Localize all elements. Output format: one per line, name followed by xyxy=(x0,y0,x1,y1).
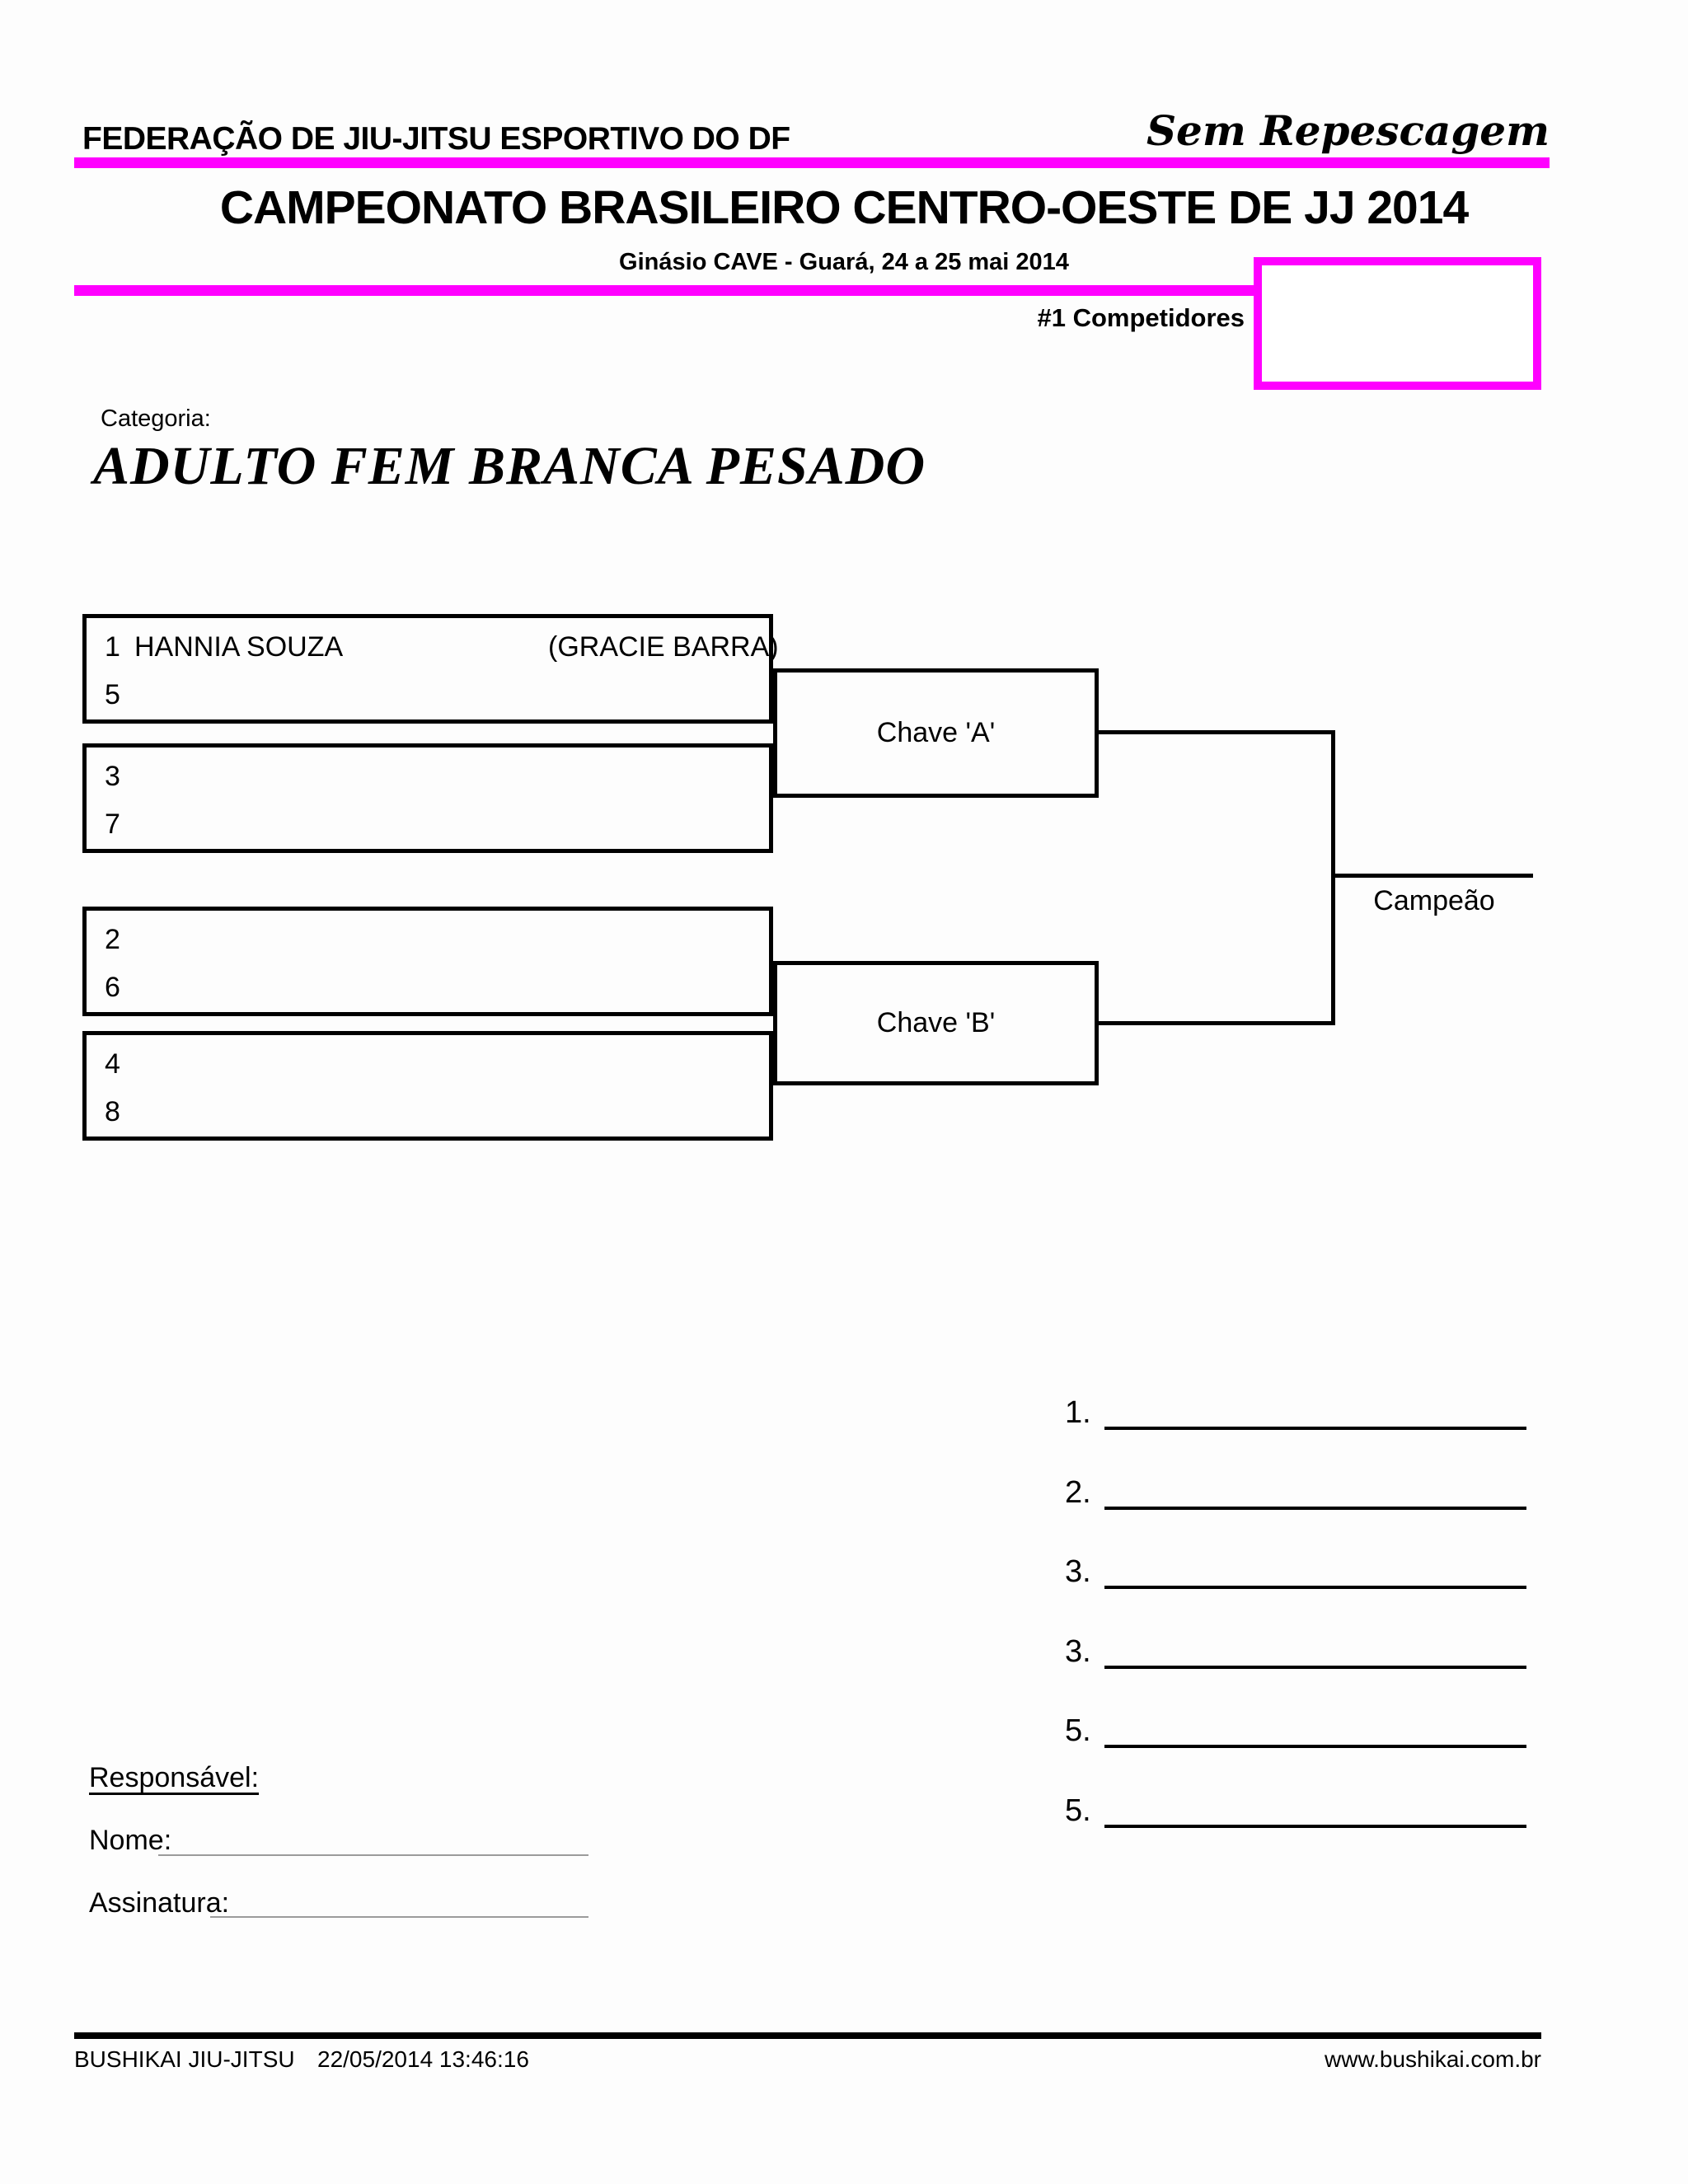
venue-date-subtitle: Ginásio CAVE - Guará, 24 a 25 mai 2014 xyxy=(619,249,1069,275)
category-label: Categoria: xyxy=(101,405,211,432)
semifinal-box-chave-b: Chave 'B' xyxy=(773,961,1099,1085)
connector-line-chave-b xyxy=(1099,1021,1335,1025)
placement-rank: 3. xyxy=(1065,1634,1091,1669)
competitor-slot: 7 xyxy=(105,808,760,840)
placement-blank-line xyxy=(1104,1825,1526,1828)
bracket-box-b1: 2 6 xyxy=(82,907,773,1016)
competitors-count-label: #1 Competidores xyxy=(1037,303,1245,332)
competitor-slot: 5 xyxy=(105,679,760,710)
semifinal-box-chave-a: Chave 'A' xyxy=(773,668,1099,798)
footer-timestamp: 22/05/2014 13:46:16 xyxy=(317,2046,529,2072)
placement-blank-line xyxy=(1104,1586,1526,1589)
competitor-slot: 3 xyxy=(105,761,760,792)
footer-organization: BUSHIKAI JIU-JITSU xyxy=(74,2046,295,2072)
seed-number: 8 xyxy=(105,1096,120,1127)
seed-number: 6 xyxy=(105,972,120,1003)
footer-divider-line xyxy=(74,2032,1541,2039)
championship-title: CAMPEONATO BRASILEIRO CENTRO-OESTE DE JJ… xyxy=(219,181,1469,234)
name-blank-line xyxy=(158,1854,588,1856)
competitor-name: HANNIA SOUZA xyxy=(134,631,344,663)
seed-number: 5 xyxy=(105,679,120,710)
competitor-slot: 1 HANNIA SOUZA (GRACIE BARRA) xyxy=(105,631,779,663)
subheader-divider-line xyxy=(74,285,1254,296)
seed-number: 2 xyxy=(105,924,120,955)
competitor-slot: 8 xyxy=(105,1096,760,1127)
bracket-type-label: Sem Repescagem xyxy=(1146,106,1550,155)
champion-label: Campeão xyxy=(1373,885,1495,916)
seed-number: 3 xyxy=(105,761,120,792)
bracket-box-b2: 4 8 xyxy=(82,1031,773,1141)
bracket-box-a1: 1 HANNIA SOUZA (GRACIE BARRA) 5 xyxy=(82,614,779,724)
responsible-label: Responsável: xyxy=(89,1762,260,1793)
placement-rank: 5. xyxy=(1065,1713,1091,1748)
name-label: Nome: xyxy=(89,1825,172,1856)
federation-name: FEDERAÇÃO DE JIU-JITSU ESPORTIVO DO DF xyxy=(82,121,790,157)
competitor-slot: 6 xyxy=(105,972,760,1003)
signature-label: Assinatura: xyxy=(89,1887,230,1919)
header-divider-line xyxy=(74,157,1550,168)
placement-rank: 3. xyxy=(1065,1554,1091,1589)
competitor-slot: 4 xyxy=(105,1048,760,1080)
champion-line xyxy=(1335,874,1533,878)
placement-rank: 1. xyxy=(1065,1395,1091,1430)
placement-blank-line xyxy=(1104,1666,1526,1669)
seed-number: 7 xyxy=(105,808,120,840)
semifinal-label: Chave 'A' xyxy=(876,717,996,748)
competitor-team: (GRACIE BARRA) xyxy=(548,631,779,663)
seed-number: 4 xyxy=(105,1048,120,1080)
connector-line-chave-a xyxy=(1099,730,1335,734)
competitors-count-box xyxy=(1254,257,1541,390)
placement-blank-line xyxy=(1104,1745,1526,1748)
placement-rank: 5. xyxy=(1065,1793,1091,1828)
bracket-box-a2: 3 7 xyxy=(82,743,773,853)
placement-blank-line xyxy=(1104,1427,1526,1430)
final-vertical-line xyxy=(1331,730,1335,1025)
footer-website: www.bushikai.com.br xyxy=(1325,2046,1541,2072)
semifinal-label: Chave 'B' xyxy=(876,1007,996,1038)
seed-number: 1 xyxy=(105,631,120,663)
placement-blank-line xyxy=(1104,1507,1526,1510)
competitor-slot: 2 xyxy=(105,924,760,955)
signature-blank-line xyxy=(210,1916,588,1918)
placement-rank: 2. xyxy=(1065,1475,1091,1510)
category-name: ADULTO FEM BRANCA PESADO xyxy=(93,436,926,496)
